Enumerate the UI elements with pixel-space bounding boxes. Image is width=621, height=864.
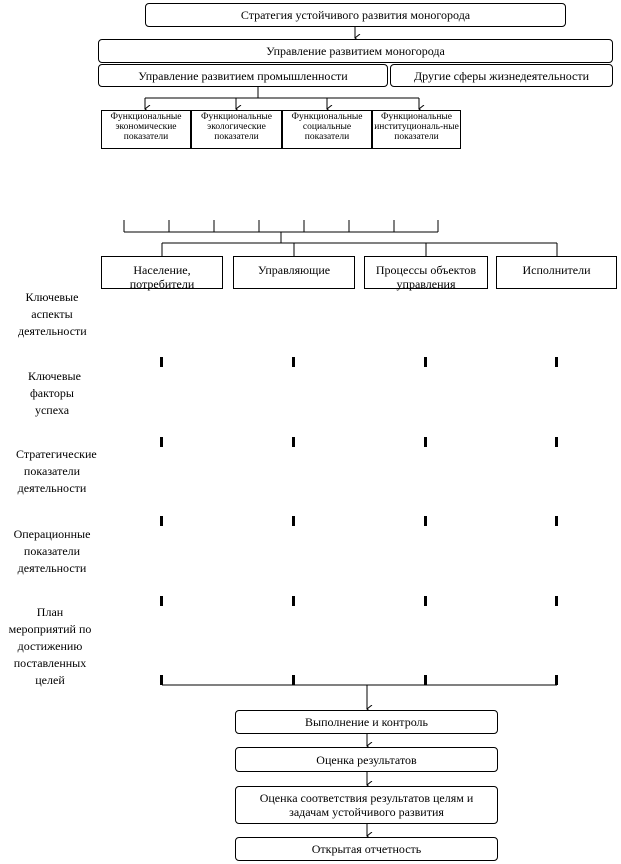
- step-conformity-evaluation: Оценка соответствия результатов целям и …: [235, 786, 498, 824]
- step-results-evaluation: Оценка результатов: [235, 747, 498, 772]
- row-label-success-factors: Ключевые факторы успеха: [28, 369, 81, 417]
- row-label-operational-indicators: Операционные показатели деятельности: [13, 527, 91, 575]
- industry-management-box: Управление развитием промышленности: [98, 64, 388, 87]
- indicator-social: Функциональные социальные показатели: [282, 110, 372, 149]
- other-spheres-box: Другие сферы жизнедеятельности: [390, 64, 613, 87]
- row-label-strategic-indicators: Стратегические показатели деятельности: [16, 447, 97, 495]
- stakeholder-managers: Управляющие: [233, 256, 355, 289]
- step-execution-control: Выполнение и контроль: [235, 710, 498, 734]
- strategy-box: Стратегия устойчивого развития моногород…: [145, 3, 566, 27]
- indicator-economic: Функциональные экономические показатели: [101, 110, 191, 149]
- indicator-ecological: Функциональные экологические показатели: [191, 110, 282, 149]
- step-open-reporting: Открытая отчетность: [235, 837, 498, 861]
- stakeholder-processes: Процессы объектов управления: [364, 256, 488, 291]
- stakeholder-performers: Исполнители: [496, 256, 617, 289]
- management-box: Управление развитием моногорода: [98, 39, 613, 63]
- stakeholder-population: Население, потребители: [101, 256, 223, 291]
- row-label-action-plan: План мероприятий по достижению поставлен…: [8, 605, 92, 687]
- row-label-key-aspects: Ключевые аспекты деятельности: [18, 290, 87, 338]
- indicator-institutional: Функциональные институциональ-ные показа…: [372, 110, 461, 149]
